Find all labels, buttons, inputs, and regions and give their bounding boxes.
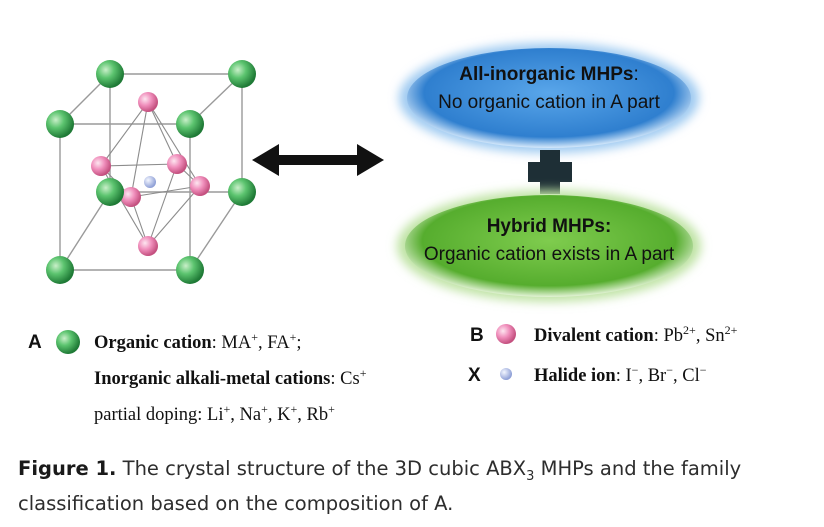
a-site-atom (46, 256, 74, 284)
caption-line-1: Figure 1. The crystal structure of the 3… (18, 455, 818, 490)
all-inorganic-title: All-inorganic MHPs: (459, 64, 638, 85)
a-site-atoms (46, 60, 256, 284)
legend-b-letter: B (470, 325, 484, 346)
a-site-atom (228, 60, 256, 88)
hybrid-ellipse: Hybrid MHPs: Organic cation exists in A … (397, 190, 701, 302)
a-site-atom (176, 256, 204, 284)
x-site-atom (190, 176, 210, 196)
a-site-atom (96, 60, 124, 88)
figure-caption: Figure 1. The crystal structure of the 3… (18, 455, 818, 517)
legend-a-atom-icon (56, 330, 80, 354)
caption-label: Figure 1. (18, 457, 117, 480)
legend-x-text: Halide ion: I−, Br−, Cl− (534, 363, 707, 386)
legend-x-atom-icon (500, 368, 512, 380)
a-site-atom (96, 178, 124, 206)
caption-text-before: The crystal structure of the 3D cubic AB… (116, 457, 527, 480)
crystal-structure (46, 60, 256, 284)
double-arrow-icon (252, 144, 384, 176)
a-site-atom (176, 110, 204, 138)
legend-x: X Halide ion: I−, Br−, Cl− (468, 363, 707, 386)
a-site-atom (46, 110, 74, 138)
legend-b-text: Divalent cation: Pb2+, Sn2+ (534, 323, 738, 346)
hybrid-title: Hybrid MHPs: (487, 216, 612, 237)
legend-b: B Divalent cation: Pb2+, Sn2+ (470, 323, 738, 346)
legend-a: A Organic cation: MA+, FA+; (28, 330, 301, 354)
legend-inorganic-text: Inorganic alkali-metal cations: Cs+ (94, 366, 367, 389)
x-site-atom (121, 187, 141, 207)
x-site-atom (167, 154, 187, 174)
x-site-atom (91, 156, 111, 176)
caption-subscript: 3 (526, 468, 535, 484)
legend-a-text: Organic cation: MA+, FA+; (94, 330, 301, 353)
all-inorganic-subtitle: No organic cation in A part (438, 92, 661, 113)
caption-text-after: MHPs and the family (534, 457, 742, 480)
legend: A Organic cation: MA+, FA+; Inorganic al… (28, 323, 738, 425)
caption-line-2: classification based on the composition … (18, 491, 454, 515)
legend-a-letter: A (28, 332, 42, 353)
legend-doping-text: partial doping: Li+, Na+, K+, Rb+ (94, 402, 335, 425)
x-site-atoms (91, 92, 210, 256)
x-site-atom (138, 92, 158, 112)
x-site-atom (138, 236, 158, 256)
legend-x-letter: X (468, 365, 481, 386)
b-site-atom (144, 176, 156, 188)
a-site-atom (228, 178, 256, 206)
legend-b-atom-icon (496, 324, 516, 344)
plus-icon (528, 150, 572, 194)
hybrid-subtitle: Organic cation exists in A part (424, 244, 675, 265)
all-inorganic-ellipse: All-inorganic MHPs: No organic cation in… (399, 43, 699, 153)
